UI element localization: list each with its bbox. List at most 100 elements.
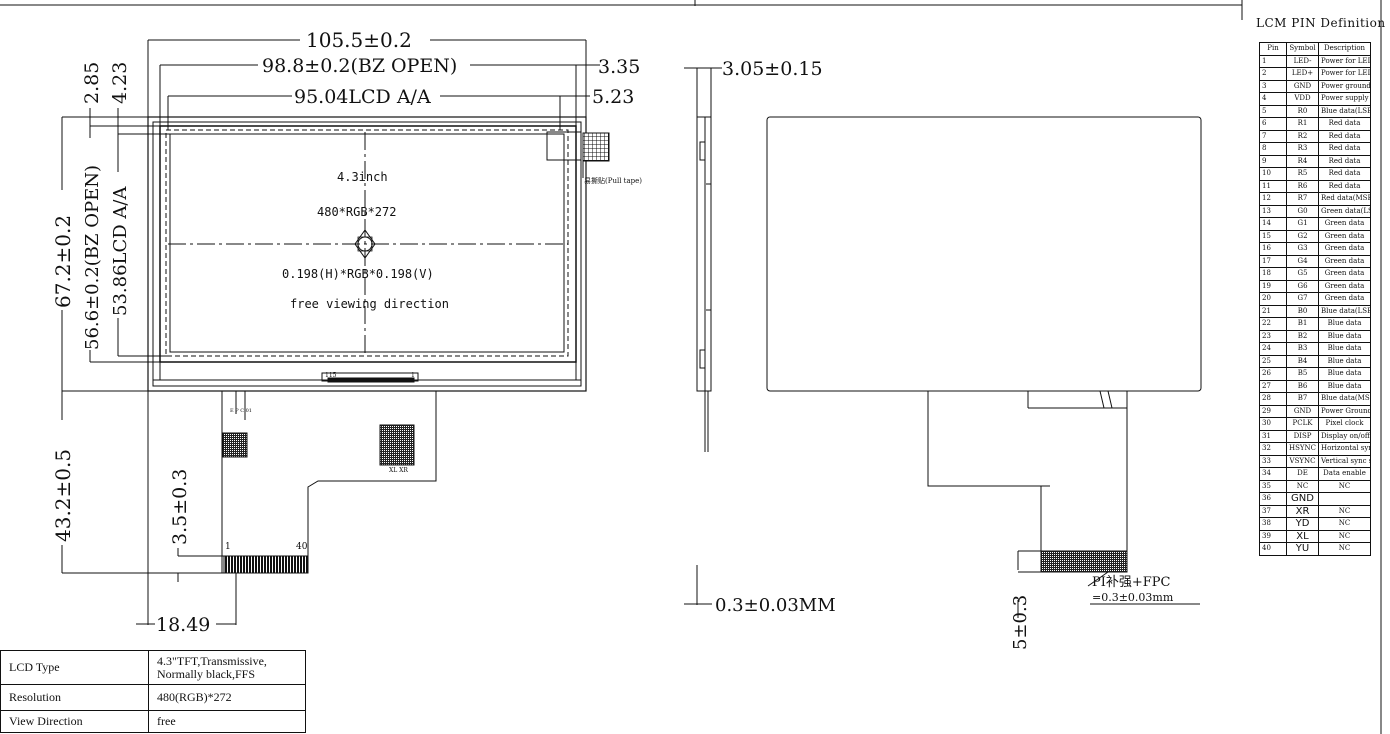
header-symbol: Symbol (1285, 42, 1320, 56)
pi-stiffener-label: PI补强+FPC (1092, 575, 1171, 590)
pin-symbol: G7 (1285, 292, 1320, 306)
pin-description: Red data (1318, 142, 1372, 156)
pin-description: Blue data (1318, 354, 1372, 368)
pin-description: Blue data (1318, 329, 1372, 343)
pin-symbol: R6 (1285, 179, 1320, 193)
pin-number: 18 (1259, 267, 1287, 281)
pin-number: 29 (1259, 404, 1287, 418)
pin-number: 34 (1259, 467, 1287, 481)
pin-number: 19 (1259, 279, 1287, 293)
pin-symbol: G4 (1285, 254, 1320, 268)
pin-description: NC (1318, 542, 1372, 556)
pin-description: Power for LED (1318, 54, 1372, 68)
touch-pin-label: XL XR (389, 467, 408, 474)
panel-resolution: 480*RGB*272 (317, 205, 396, 219)
pin-number: 25 (1259, 354, 1287, 368)
pin-description: Power Ground (1318, 404, 1372, 418)
pin-description: Data enable (1318, 467, 1372, 481)
pin-description: Green data(LSB) (1318, 204, 1372, 218)
pin-symbol: B0 (1285, 304, 1320, 318)
pin-description: Pixel clock (1318, 417, 1372, 431)
pin-description: Red data (1318, 179, 1372, 193)
side-view (684, 67, 722, 605)
spec-key: View Direction (0, 710, 149, 733)
connector-pin-first: 1 (225, 542, 231, 552)
pin-symbol: XR (1285, 504, 1320, 518)
pin-number: 20 (1259, 292, 1287, 306)
pin-number: 14 (1259, 217, 1287, 231)
pin-description: Power ground (1318, 79, 1372, 93)
dim-right-margin-2: 5.23 (592, 86, 634, 108)
pin-description: Blue data(LSB) (1318, 104, 1372, 118)
pin-description: NC (1318, 504, 1372, 518)
connector-pin-last: 40 (296, 542, 308, 552)
spec-value: free (148, 710, 306, 733)
pin-symbol: R1 (1285, 117, 1320, 131)
pin-number: 1 (1259, 54, 1287, 68)
pin-number: 23 (1259, 329, 1287, 343)
pin-symbol: VSYNC (1285, 454, 1320, 468)
pin-symbol: G0 (1285, 204, 1320, 218)
pin-number: 30 (1259, 417, 1287, 431)
pin-symbol: B1 (1285, 317, 1320, 331)
pin-number: 17 (1259, 254, 1287, 268)
dim-outline-height: 67.2±0.2 (51, 215, 75, 308)
pin-symbol: DE (1285, 467, 1320, 481)
panel-size: 4.3inch (337, 170, 388, 184)
pin-symbol: R7 (1285, 192, 1320, 206)
pin-symbol: B2 (1285, 329, 1320, 343)
pin-description: Green data (1318, 254, 1372, 268)
pin-description: Green data (1318, 279, 1372, 293)
pin-symbol: DISP (1285, 429, 1320, 443)
pin-symbol: B6 (1285, 379, 1320, 393)
dim-outline-width: 105.5±0.2 (306, 28, 412, 52)
pin-number: 10 (1259, 167, 1287, 181)
pin-symbol: B4 (1285, 354, 1320, 368)
pin-number: 12 (1259, 192, 1287, 206)
pin-symbol: PCLK (1285, 417, 1320, 431)
dim-top-margin-2: 4.23 (109, 62, 131, 104)
pin-number: 40 (1259, 542, 1287, 556)
back-view (766, 116, 1202, 618)
pin-description: Green data (1318, 267, 1372, 281)
pin-symbol: B5 (1285, 367, 1320, 381)
pin-symbol: NC (1285, 479, 1320, 493)
pin-description: Display on/off (1318, 429, 1372, 443)
panel-pixel-pitch: 0.198(H)*RGB*0.198(V) (282, 267, 434, 281)
pin-number: 9 (1259, 154, 1287, 168)
spec-value: 480(RGB)*272 (148, 684, 306, 711)
pin-number: 5 (1259, 104, 1287, 118)
pin-number: 28 (1259, 392, 1287, 406)
pin-symbol: XL (1285, 529, 1320, 543)
pin-description: Red data (1318, 129, 1372, 143)
pin-number: 11 (1259, 179, 1287, 193)
pin-number: 38 (1259, 517, 1287, 531)
dim-right-margin-1: 3.35 (598, 56, 640, 78)
pin-number: 13 (1259, 204, 1287, 218)
pin-number: 27 (1259, 379, 1287, 393)
pin-symbol: G5 (1285, 267, 1320, 281)
pin-number: 24 (1259, 342, 1287, 356)
spec-key: Resolution (0, 684, 149, 711)
spec-value: 4.3"TFT,Transmissive, Normally black,FFS (148, 650, 306, 685)
dim-aa-height: 53.86LCD A/A (110, 186, 131, 316)
